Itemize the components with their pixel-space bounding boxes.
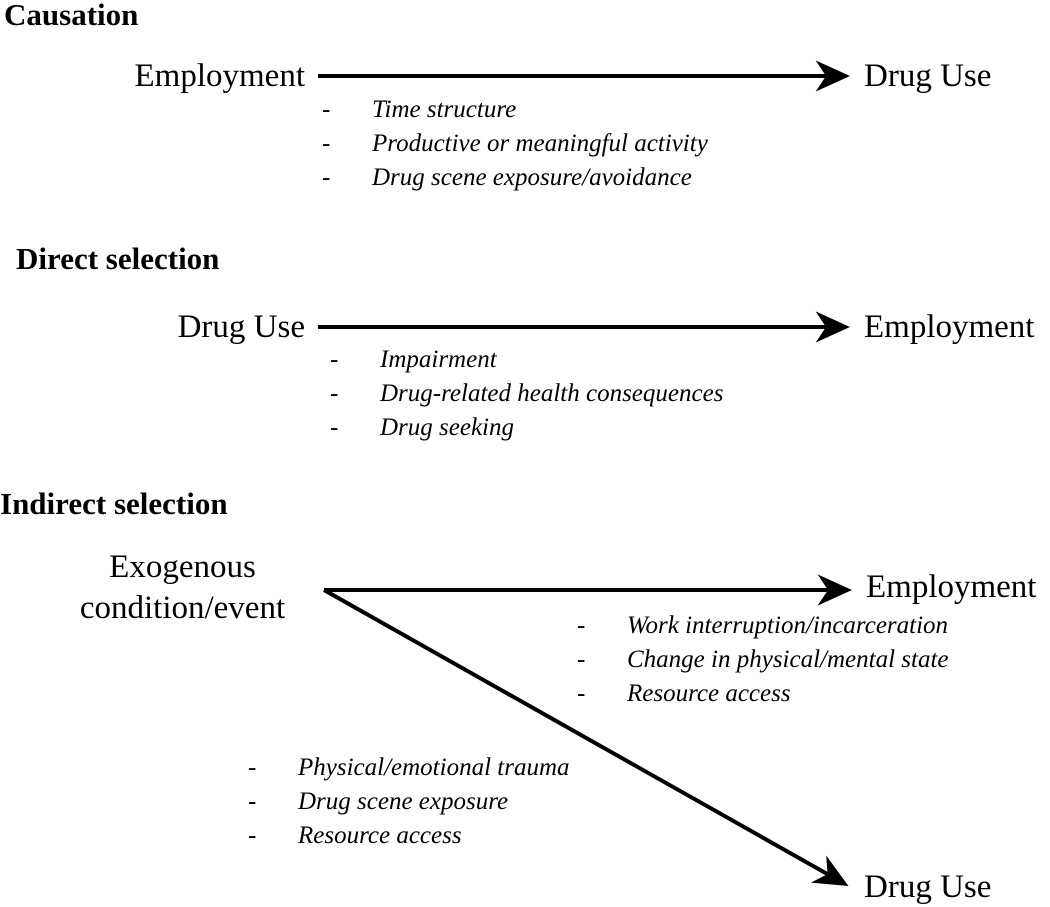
list-item: - Drug scene exposure/avoidance: [322, 161, 708, 195]
bullet-marker-icon: -: [330, 346, 339, 373]
bullet-label: Time structure: [372, 96, 517, 123]
node-label-causation-source: Employment: [134, 58, 305, 94]
node-label-causation-target: Drug Use: [864, 58, 992, 94]
bullet-marker-icon: -: [322, 96, 331, 123]
bullet-marker-icon: -: [248, 754, 257, 781]
bullet-label: Physical/emotional trauma: [298, 754, 570, 781]
bullet-label: Change in physical/mental state: [627, 646, 949, 673]
bullet-marker-icon: -: [577, 646, 586, 673]
bullet-marker-icon: -: [330, 380, 339, 407]
list-item: - Resource access: [577, 677, 948, 711]
bullet-marker-icon: -: [248, 822, 257, 849]
list-item: - Drug scene exposure: [248, 785, 570, 819]
list-item: - Work interruption/incarceration: [577, 609, 948, 643]
node-label-indirect-selection-source-line1: Exogenous: [109, 549, 256, 585]
node-label-direct-selection-source: Drug Use: [177, 309, 305, 345]
bullet-label: Drug seeking: [380, 414, 514, 441]
bullet-list-indirect-selection-employment: - Work interruption/incarceration - Chan…: [577, 609, 948, 711]
bullet-marker-icon: -: [577, 680, 586, 707]
node-label-direct-selection-target: Employment: [864, 309, 1035, 345]
node-label-indirect-selection-source-line2: condition/event: [79, 590, 286, 626]
section-heading-direct-selection: Direct selection: [16, 241, 220, 276]
node-label-indirect-selection-target-druguse: Drug Use: [864, 869, 992, 905]
bullet-list-causation: - Time structure - Productive or meaning…: [322, 93, 708, 195]
list-item: - Change in physical/mental state: [577, 643, 948, 677]
bullet-marker-icon: -: [322, 130, 331, 157]
bullet-label: Drug-related health consequences: [380, 380, 724, 407]
list-item: - Resource access: [248, 819, 570, 853]
bullet-marker-icon: -: [248, 788, 257, 815]
bullet-label: Productive or meaningful activity: [372, 130, 708, 157]
bullet-label: Resource access: [627, 680, 791, 707]
list-item: - Impairment: [330, 343, 723, 377]
list-item: - Physical/emotional trauma: [248, 751, 570, 785]
node-label-indirect-selection-target-employment: Employment: [866, 569, 1037, 605]
bullet-list-direct-selection: - Impairment - Drug-related health conse…: [330, 343, 723, 445]
bullet-list-indirect-selection-druguse: - Physical/emotional trauma - Drug scene…: [248, 751, 570, 853]
bullet-marker-icon: -: [330, 414, 339, 441]
bullet-label: Work interruption/incarceration: [627, 612, 949, 639]
section-heading-indirect-selection: Indirect selection: [0, 486, 228, 521]
list-item: - Productive or meaningful activity: [322, 127, 708, 161]
bullet-label: Impairment: [380, 346, 497, 373]
list-item: - Time structure: [322, 93, 708, 127]
bullet-label: Drug scene exposure: [298, 788, 509, 815]
bullet-marker-icon: -: [322, 164, 331, 191]
bullet-label: Drug scene exposure/avoidance: [372, 164, 692, 191]
list-item: - Drug seeking: [330, 411, 723, 445]
bullet-marker-icon: -: [577, 612, 586, 639]
bullet-label: Resource access: [298, 822, 462, 849]
section-heading-causation: Causation: [4, 0, 139, 32]
list-item: - Drug-related health consequences: [330, 377, 723, 411]
